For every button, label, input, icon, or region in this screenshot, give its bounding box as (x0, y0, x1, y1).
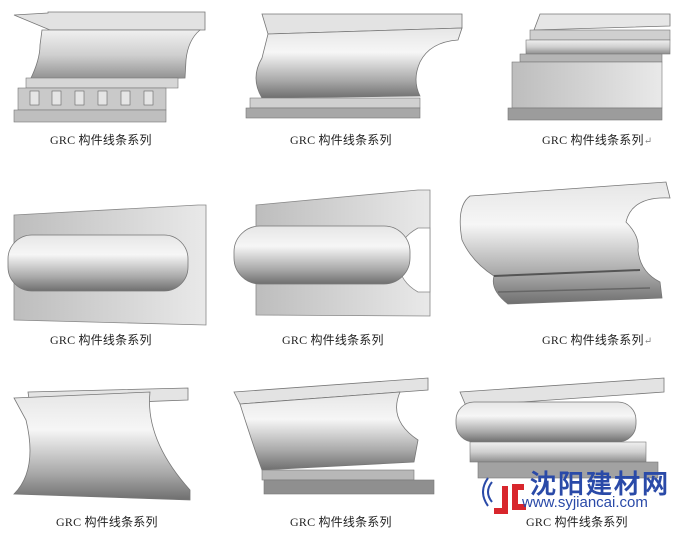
caption-1: GRC 构件线条系列 (50, 133, 152, 147)
caption-9: GRC 构件线条系列 (526, 515, 628, 529)
profile-cove-double-step (233, 377, 435, 495)
caption-5: GRC 构件线条系列 (282, 333, 384, 347)
profile-torus-cove-step (455, 377, 665, 479)
profile-torus-panel (7, 204, 207, 326)
watermark-url: www.syjiancai.com (522, 494, 648, 511)
profile-double-torus (459, 181, 671, 305)
profile-dentil-cornice (13, 11, 206, 123)
profile-ogee-cornice (245, 13, 463, 119)
watermark-title: 沈阳建材网 (530, 470, 671, 500)
profile-torus-channel (233, 189, 431, 317)
caption-2: GRC 构件线条系列 (290, 133, 392, 147)
caption-4: GRC 构件线条系列 (50, 333, 152, 347)
watermark: 沈阳建材网 www.syjiancai.com (482, 462, 690, 522)
jc-logo-icon (482, 477, 526, 514)
caption-7: GRC 构件线条系列 (56, 515, 158, 529)
caption-8: GRC 构件线条系列 (290, 515, 392, 529)
caption-3: GRC 构件线条系列↵ (542, 133, 653, 147)
profile-cove-bracket (13, 387, 191, 501)
caption-6: GRC 构件线条系列↵ (542, 333, 653, 347)
profile-stepped-cornice (507, 13, 671, 121)
